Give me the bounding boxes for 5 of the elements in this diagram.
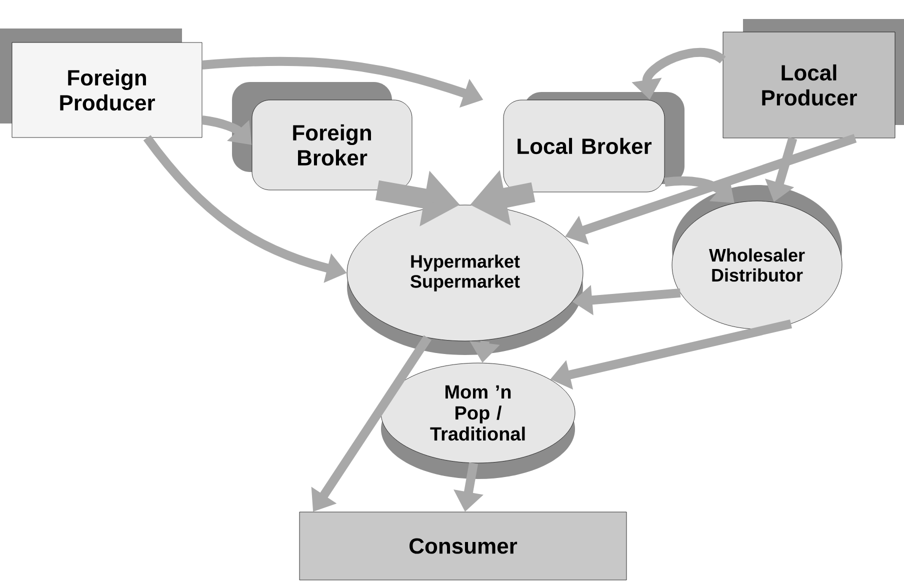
box: Foreign Producer <box>0 28 202 138</box>
box: Local Producer <box>722 19 904 138</box>
rounded-box: Local Broker <box>503 92 684 192</box>
rounded-box: Foreign Broker <box>232 82 412 190</box>
box: Consumer <box>299 512 627 580</box>
